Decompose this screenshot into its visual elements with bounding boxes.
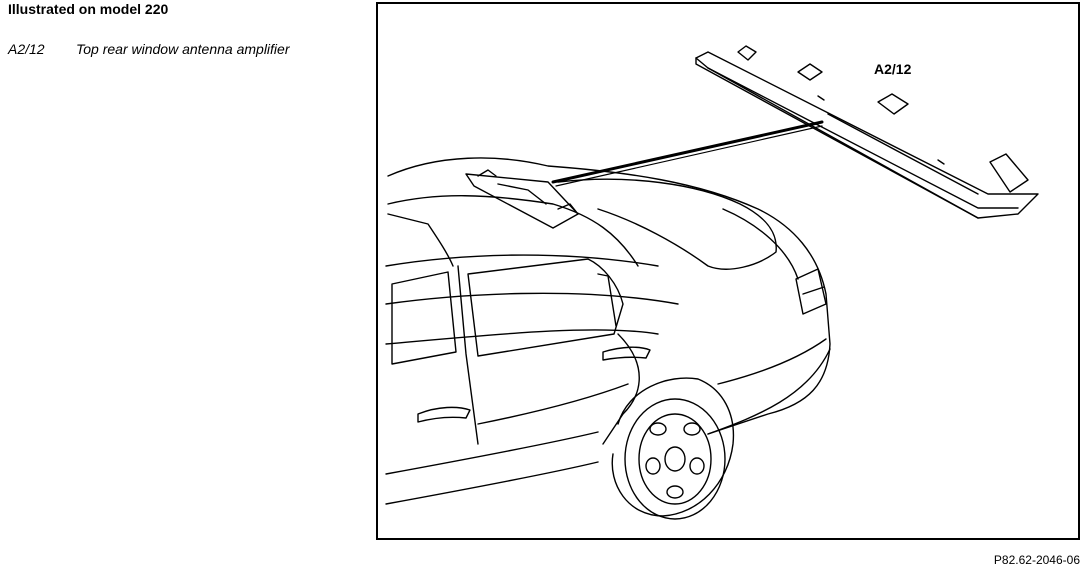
page-title: Illustrated on model 220 [8,1,169,17]
legend-code: A2/12 [8,41,45,57]
car-body [385,157,831,505]
leader-line [551,120,824,184]
car-windows [387,213,624,365]
legend-description: Top rear window antenna amplifier [76,41,290,57]
car-doors [417,265,651,445]
car-antenna-illustration [385,45,1039,520]
rear-wheel [611,377,735,520]
antenna-amplifier-detail [695,45,1039,219]
illustration-frame: A2/12 [376,2,1080,540]
component-callout-label: A2/12 [874,61,912,77]
figure-id: P82.62-2046-06 [993,553,1080,567]
antenna-on-car [465,169,579,229]
